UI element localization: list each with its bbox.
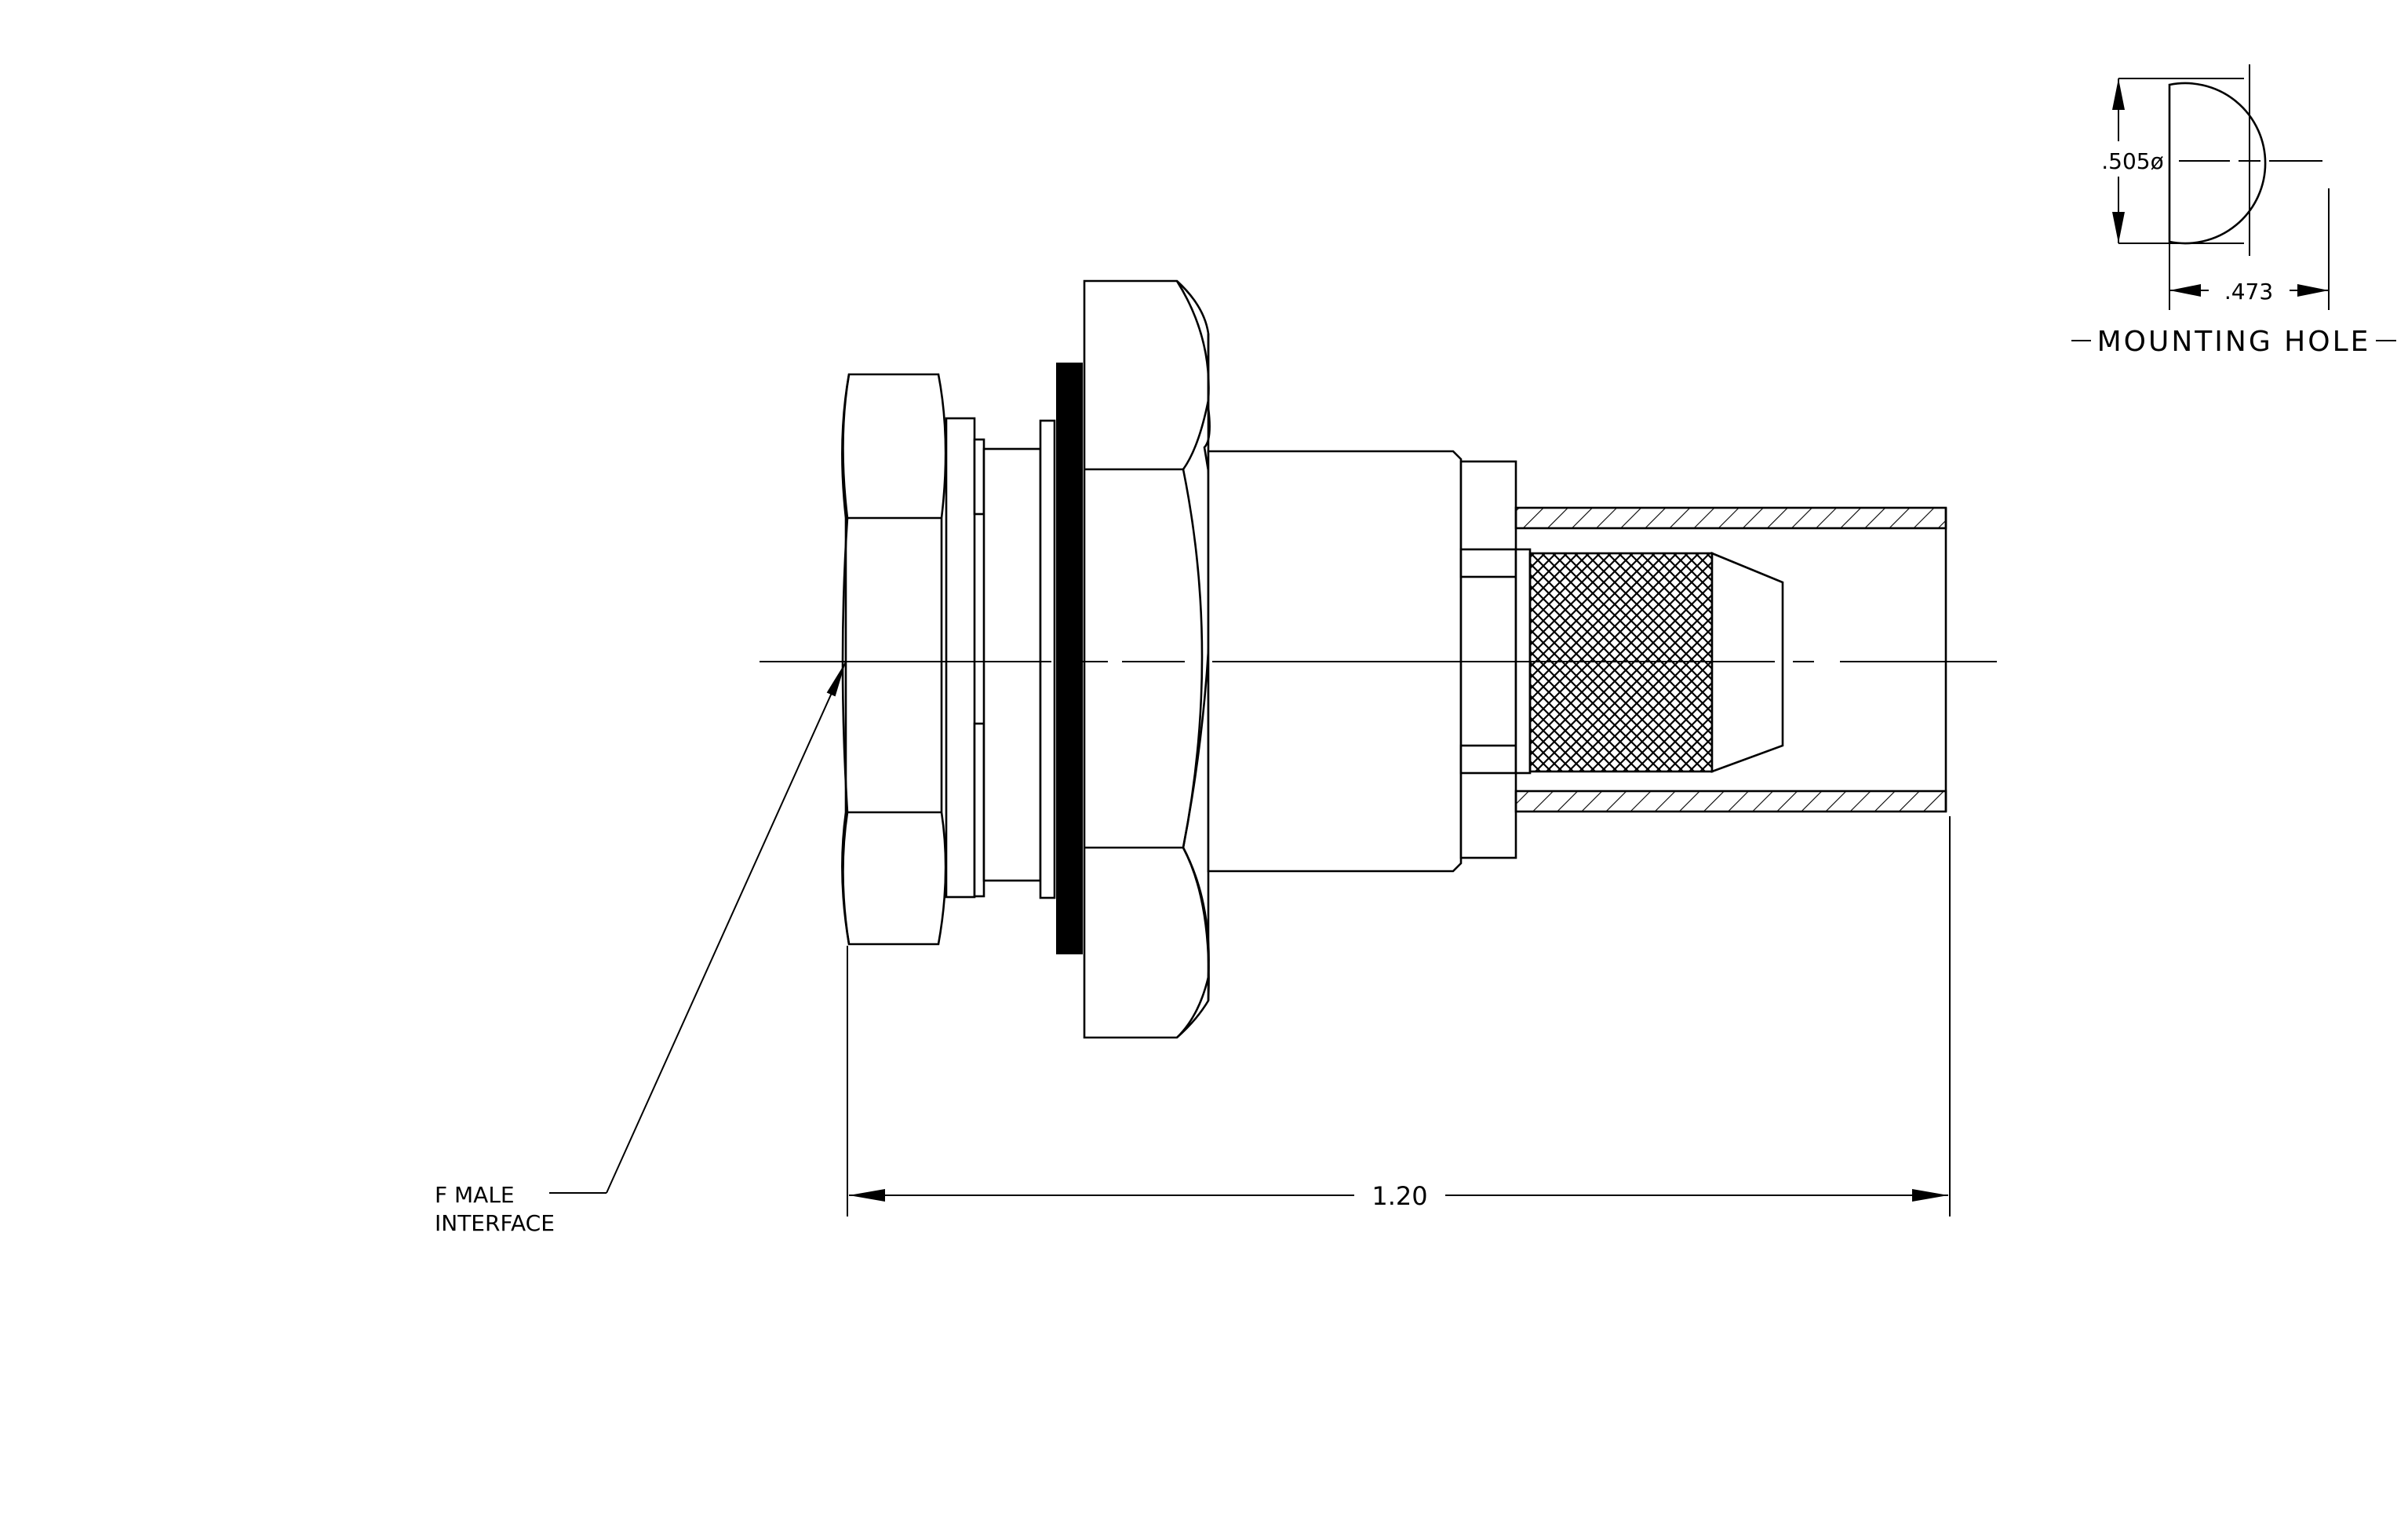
panel-gasket: [1056, 363, 1083, 954]
front-washer: [945, 417, 1056, 899]
mounting-hole-detail: .505ø .473 MOUNTING HOLE: [2071, 64, 2396, 358]
hole-flat-label: .473: [2224, 279, 2273, 305]
mounting-hole-title: MOUNTING HOLE: [2097, 326, 2371, 358]
interface-label-line2: INTERFACE: [435, 1210, 555, 1236]
length-dimension: 1.20: [847, 816, 1951, 1216]
rear-hex-nut: [1083, 279, 1212, 1039]
interface-label-line1: F MALE: [435, 1182, 515, 1208]
front-hex-nut: [841, 373, 947, 946]
crimp-sleeve: [1514, 506, 1947, 813]
interface-leader: F MALE INTERFACE: [435, 661, 847, 1236]
overall-length-label: 1.20: [1372, 1181, 1427, 1211]
hole-diameter-label: .505ø: [2101, 148, 2163, 174]
